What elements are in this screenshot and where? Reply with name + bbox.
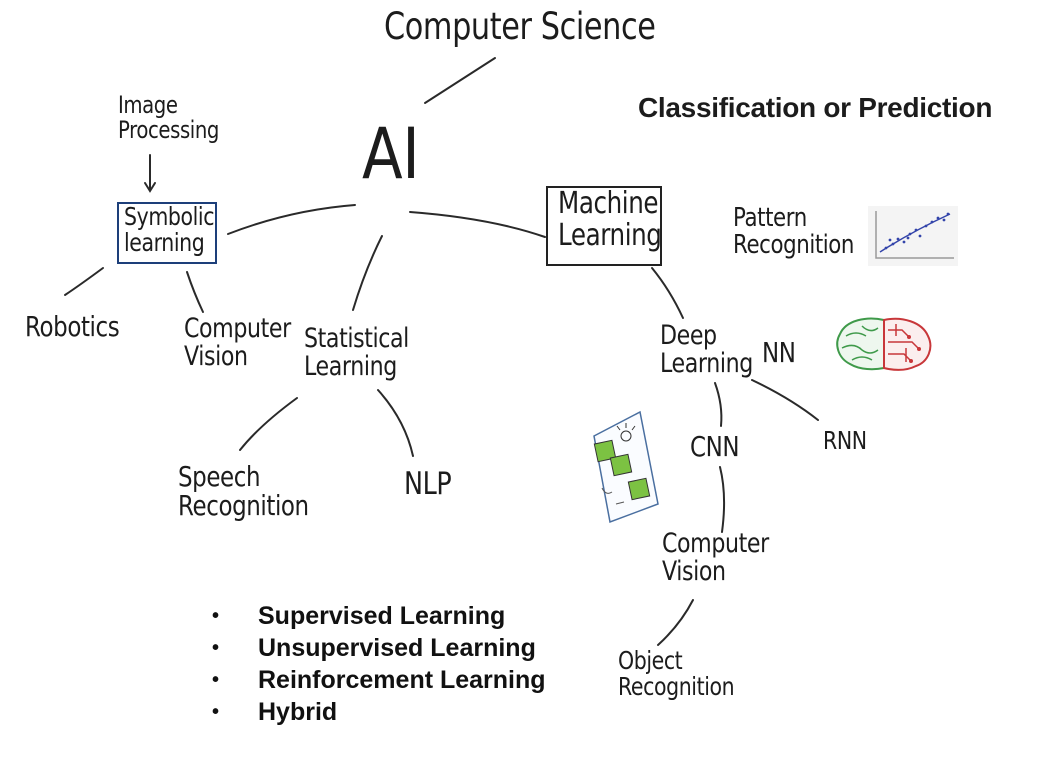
nn-label: NN xyxy=(762,336,796,369)
line-symbolic-vision xyxy=(186,271,204,313)
statistical-learning-label: Statistical Learning xyxy=(304,323,409,383)
bullet-item: •Unsupervised Learning xyxy=(212,634,536,662)
rnn-label: RNN xyxy=(823,426,867,455)
object-recognition-label: Object Recognition xyxy=(618,646,735,702)
line-symbolic-robotics xyxy=(64,267,104,296)
bullet-glyph: • xyxy=(212,701,220,723)
bullet-glyph: • xyxy=(212,605,220,627)
bullet-item: •Hybrid xyxy=(212,698,338,726)
computer-science-label: Computer Science xyxy=(384,5,656,48)
machine-learning-label: Machine Learning xyxy=(558,186,662,253)
symbolic-learning-box xyxy=(117,202,217,264)
line-ml-deep xyxy=(651,267,684,319)
line-statistical-speech xyxy=(239,397,298,451)
line-statistical-nlp xyxy=(377,389,414,457)
computer-vision-right-label: Computer Vision xyxy=(662,528,769,588)
pattern-recognition-label: Pattern Recognition xyxy=(733,203,855,261)
line-ai-symbolic xyxy=(227,204,356,235)
nlp-label: NLP xyxy=(404,466,452,502)
bullet-item: •Supervised Learning xyxy=(212,602,506,630)
symbolic-learning-label: Symbolic learning xyxy=(124,202,215,258)
cnn-label: CNN xyxy=(690,430,740,463)
learning-types-list: •Supervised Learning •Unsupervised Learn… xyxy=(212,600,546,728)
scatter-plot-icon xyxy=(868,206,958,266)
deep-learning-label: Deep Learning xyxy=(660,320,753,380)
classification-heading: Classification or Prediction xyxy=(638,92,993,123)
line-ai-statistical xyxy=(352,235,383,311)
line-vision-object xyxy=(657,599,694,646)
computer-vision-left-label: Computer Vision xyxy=(184,313,291,373)
ai-label: AI xyxy=(362,113,420,195)
arrowhead xyxy=(144,182,156,193)
speech-recognition-label: Speech Recognition xyxy=(178,460,309,523)
cnn-sketch-icon xyxy=(593,410,659,524)
bullet-glyph: • xyxy=(212,637,220,659)
brain-circuit-icon xyxy=(836,317,932,371)
bullet-item: •Reinforcement Learning xyxy=(212,666,546,694)
line-cnn-vision xyxy=(719,466,726,533)
robotics-label: Robotics xyxy=(25,310,120,343)
image-processing-label: Image Processing xyxy=(118,91,219,145)
machine-learning-box xyxy=(546,186,662,266)
line-deep-cnn xyxy=(714,382,723,427)
line-cs-ai xyxy=(424,57,496,104)
line-deep-rnn xyxy=(751,379,819,421)
bullet-glyph: • xyxy=(212,669,220,691)
line-ai-ml xyxy=(409,211,546,238)
